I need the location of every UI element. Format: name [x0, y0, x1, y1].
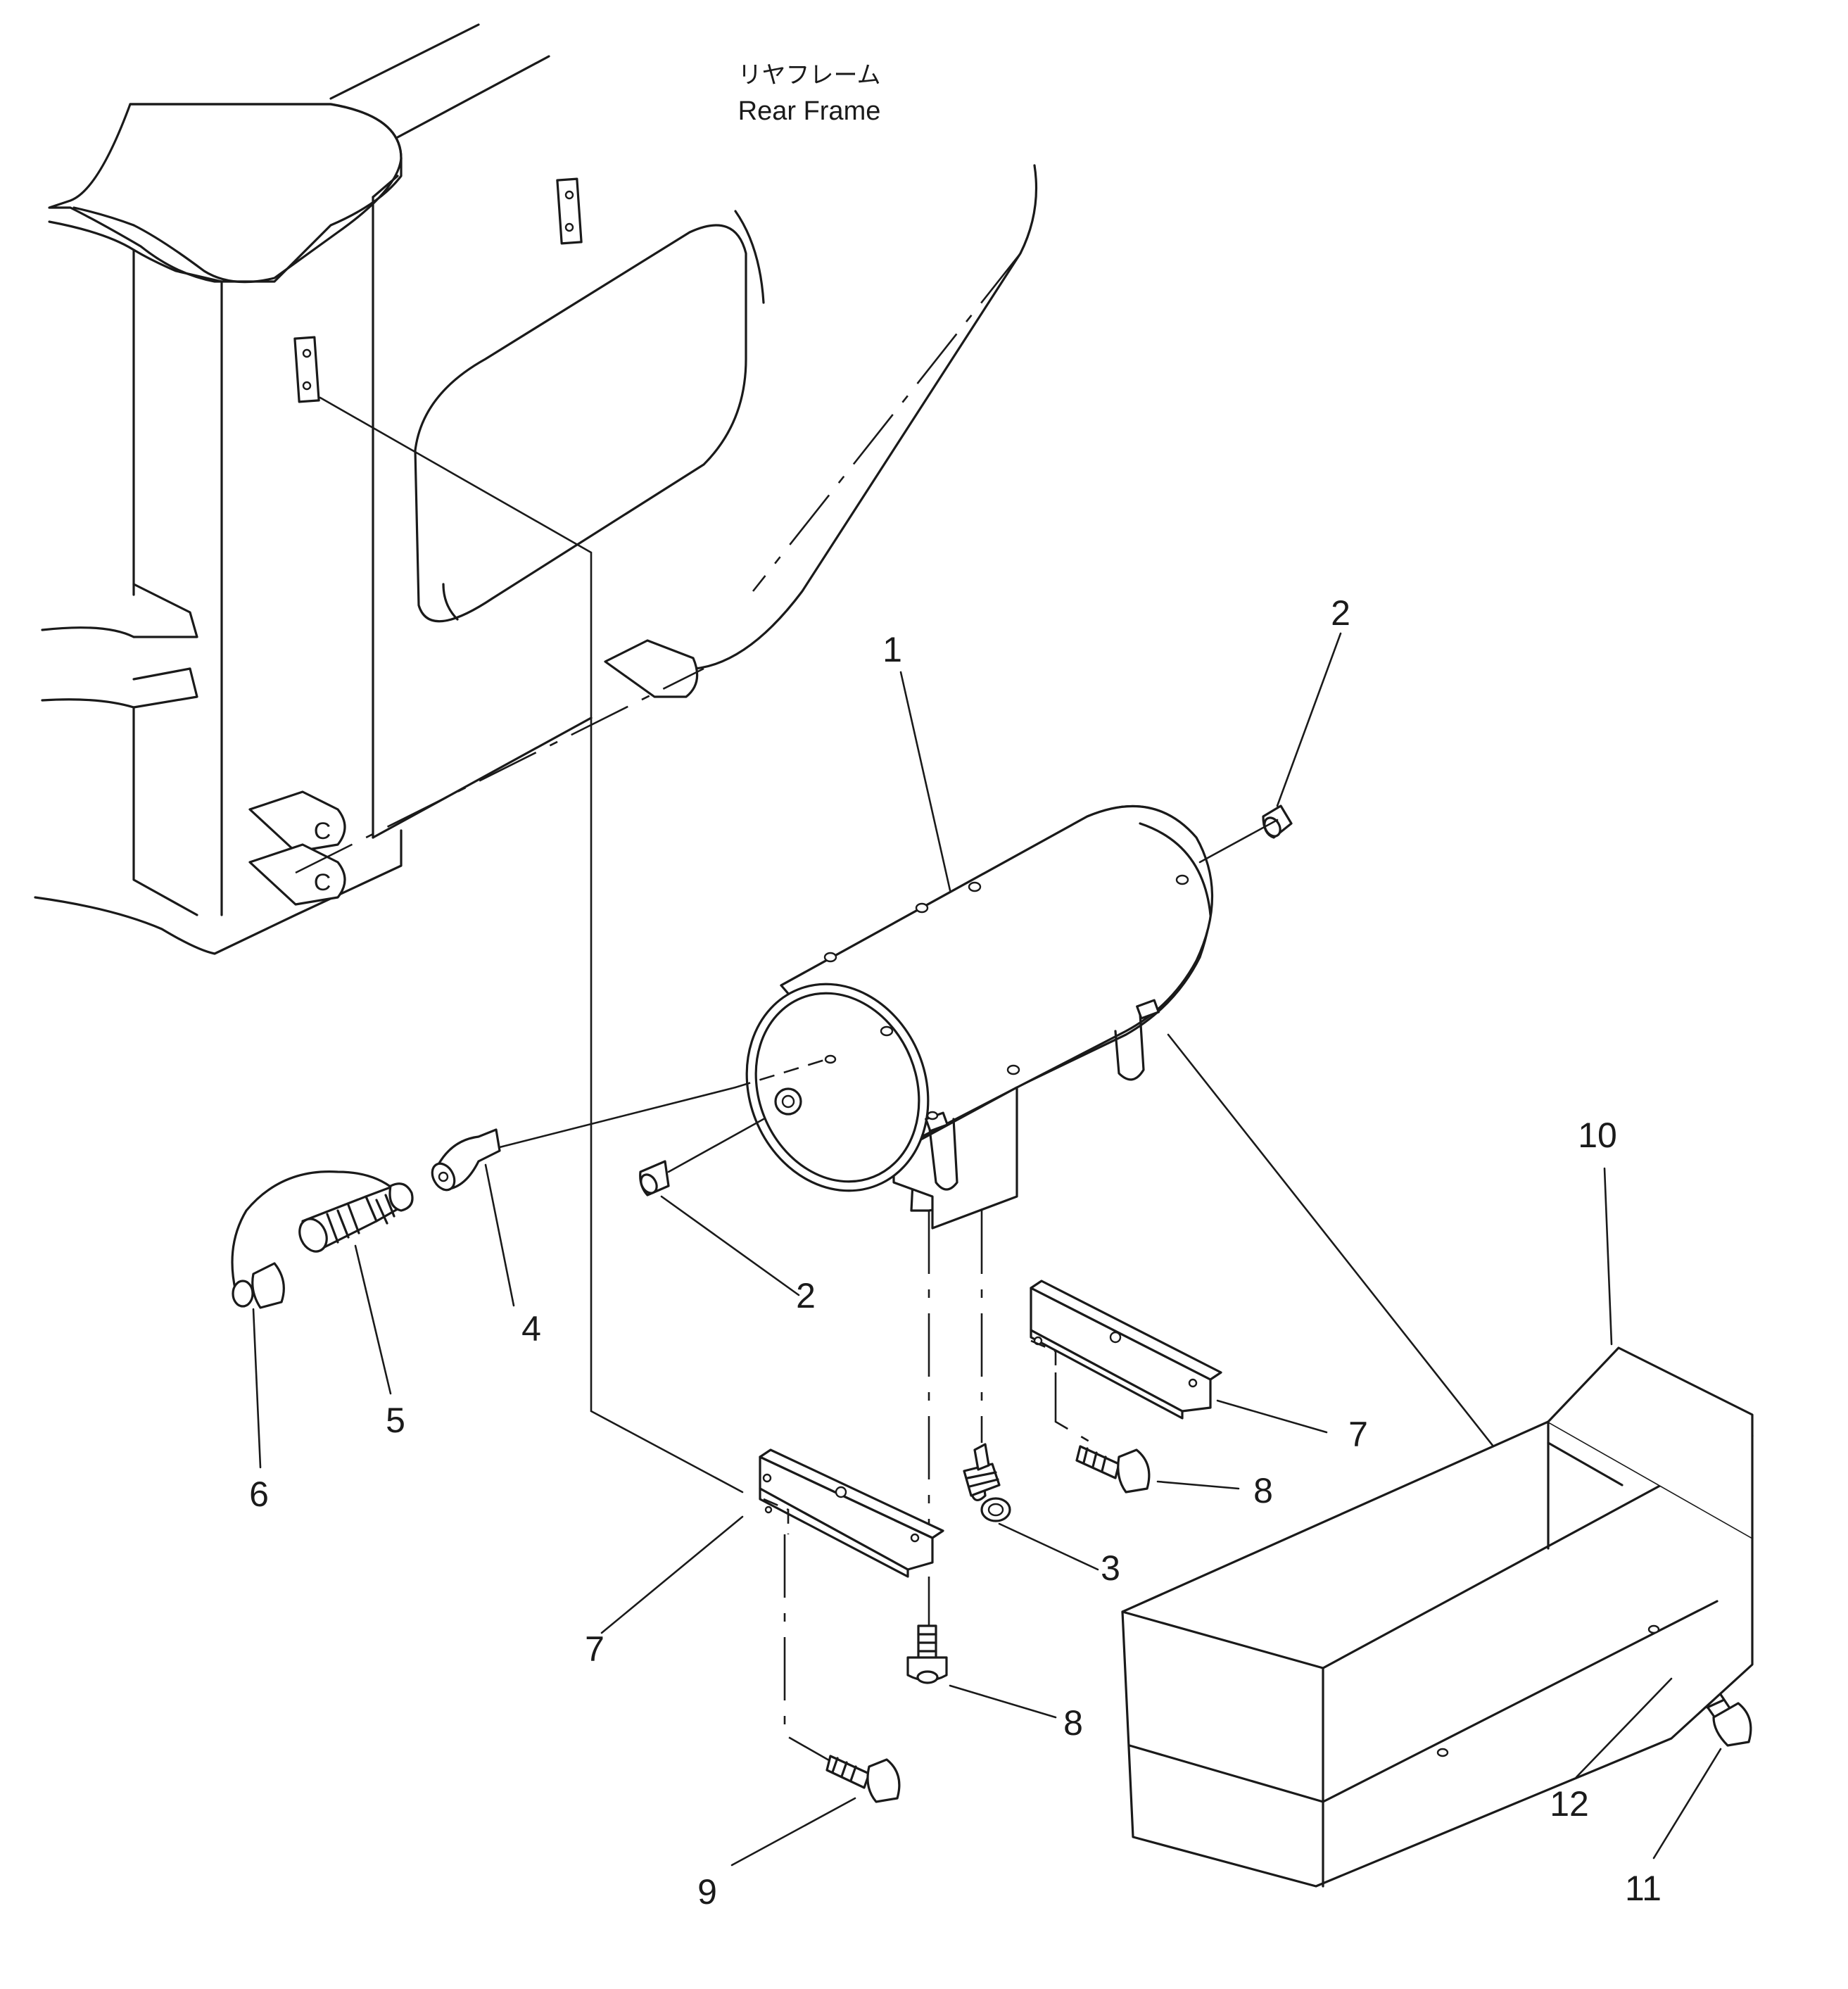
bolt-upper	[1075, 1445, 1151, 1494]
svg-text:C: C	[314, 818, 331, 845]
callout-3: 3	[1101, 1548, 1120, 1588]
callout-9: 9	[697, 1872, 717, 1912]
drain-valve	[298, 1185, 403, 1253]
bolt-bracket	[825, 1755, 901, 1803]
elbow-fitting	[431, 1128, 501, 1192]
bracket-upper	[1030, 1280, 1222, 1420]
axis-bracket-lower	[783, 1534, 835, 1764]
air-tank	[745, 804, 1214, 1230]
rear-frame: C C	[34, 23, 1038, 955]
callout-8-lower: 8	[1063, 1703, 1083, 1743]
bracket-lower	[759, 1448, 944, 1578]
drain-plug-upper	[1262, 804, 1293, 839]
callout-12: 12	[1550, 1784, 1589, 1824]
callout-8-upper: 8	[1253, 1471, 1273, 1510]
plug-leader-lower	[667, 1118, 765, 1173]
assembly-line-guard	[1167, 1033, 1553, 1522]
callout-2-lower: 2	[796, 1276, 816, 1315]
bolt-lower	[906, 1624, 948, 1684]
callout-4: 4	[521, 1309, 541, 1349]
elbow-fitting-lower	[963, 1443, 1011, 1522]
drain-plug-lower	[639, 1160, 670, 1196]
callout-2-upper: 2	[1331, 593, 1350, 633]
axis-bracket-upper	[1054, 1372, 1099, 1448]
callout-5: 5	[386, 1401, 405, 1440]
callout-6: 6	[249, 1475, 269, 1514]
svg-text:C: C	[314, 869, 331, 896]
callout-7-lower: 7	[585, 1629, 605, 1669]
guard-cover	[1121, 1346, 1754, 1888]
callout-10: 10	[1578, 1116, 1617, 1155]
callout-7-upper: 7	[1348, 1415, 1368, 1454]
elbow-assembly-line	[498, 1086, 737, 1149]
hidden-line-tank	[735, 1058, 828, 1089]
drain-cap-chain	[231, 1170, 414, 1309]
callout-1: 1	[882, 630, 902, 669]
callout-11: 11	[1625, 1869, 1662, 1908]
plug-leader-upper	[1198, 819, 1279, 864]
frame-label-japanese: リヤフレーム	[738, 61, 881, 89]
assembly-line-left	[319, 396, 744, 1494]
frame-label-english: Rear Frame	[738, 96, 881, 126]
